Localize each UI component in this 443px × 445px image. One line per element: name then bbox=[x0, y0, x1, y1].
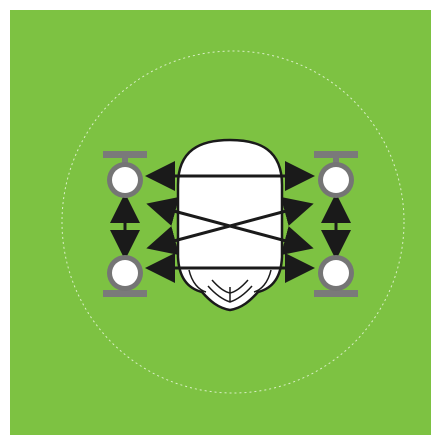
bottom-right-sensor bbox=[314, 255, 358, 297]
connection-arrow-top-right-sensor-to-bottom-left-sensor bbox=[146, 196, 314, 256]
top-left-sensor bbox=[103, 151, 147, 198]
top-right-sensor bbox=[314, 151, 358, 198]
measurement-area-circle bbox=[61, 50, 405, 394]
bottom-left-sensor bbox=[103, 255, 147, 297]
